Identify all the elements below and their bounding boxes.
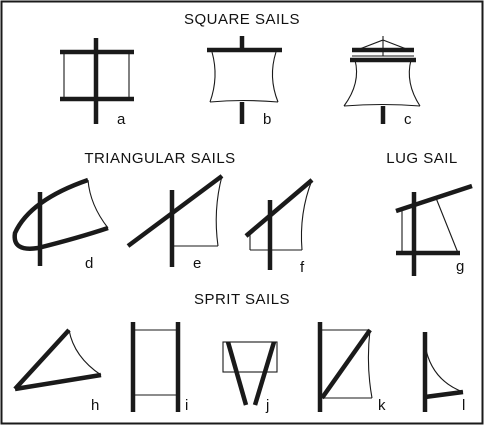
heading-lug-sail: LUG SAIL (386, 150, 458, 167)
label-e: e (193, 255, 201, 272)
sail-i-sprit-double-mast (130, 322, 181, 412)
sail-e-triangular (126, 174, 224, 267)
label-l: l (462, 397, 465, 414)
sail-d-triangular-curved (12, 177, 109, 266)
label-a: a (117, 111, 126, 128)
label-c: c (404, 111, 412, 128)
label-j: j (265, 397, 269, 414)
label-h: h (91, 397, 99, 414)
label-k: k (378, 397, 386, 414)
sail-h-sprit-triangle (13, 328, 102, 392)
label-b: b (263, 111, 271, 128)
sail-b-square-curved (207, 36, 282, 124)
sail-j-crossed-sprits (222, 341, 278, 406)
sail-l-sprit-boom (422, 332, 464, 412)
sail-g-lug (395, 183, 473, 276)
heading-triangular-sails: TRIANGULAR SAILS (84, 150, 235, 167)
label-d: d (85, 255, 93, 272)
sail-f-triangular-boom (244, 178, 314, 270)
label-g: g (456, 258, 464, 275)
sail-k-sprit-diagonal (317, 322, 373, 412)
sail-c-square-rigged (343, 36, 421, 124)
sail-a-square (60, 38, 134, 124)
label-i: i (185, 397, 188, 414)
heading-square-sails: SQUARE SAILS (184, 11, 300, 28)
heading-sprit-sails: SPRIT SAILS (194, 291, 290, 308)
label-f: f (300, 259, 305, 276)
